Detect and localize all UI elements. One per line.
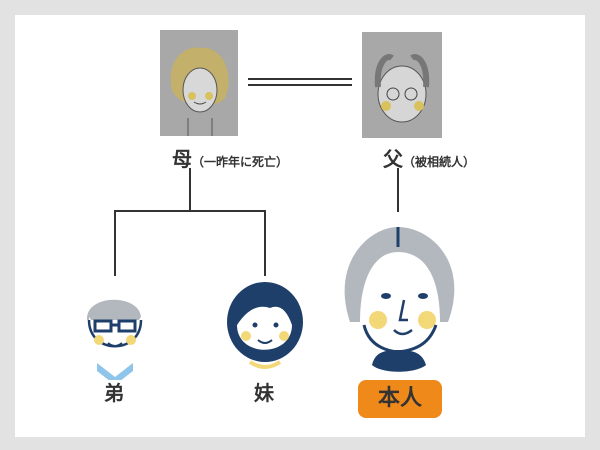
father-label: 父（被相続人）	[383, 143, 475, 172]
mother-face-icon	[170, 47, 229, 136]
mother-portrait	[160, 30, 238, 136]
father-portrait	[362, 32, 442, 138]
brother-label: 弟	[104, 381, 124, 405]
marriage-line	[248, 84, 352, 86]
mother-note: （一昨年に死亡）	[192, 155, 289, 169]
sister-line	[264, 210, 266, 276]
self-label-badge: 本人	[358, 380, 442, 418]
marriage-line	[248, 78, 352, 80]
self-icon	[344, 227, 455, 372]
brother-icon	[86, 299, 143, 380]
mother-name: 母	[172, 147, 192, 171]
brother-line	[114, 210, 116, 276]
father-note: （被相続人）	[403, 155, 476, 169]
sister-icon	[227, 282, 303, 369]
father-child-line	[397, 168, 399, 212]
mother-label: 母（一昨年に死亡）	[172, 143, 288, 172]
father-name: 父	[383, 147, 403, 171]
siblings-line	[114, 210, 266, 212]
father-face-icon	[374, 54, 430, 123]
mother-child-line	[189, 168, 191, 211]
sister-label: 妹	[254, 381, 274, 405]
